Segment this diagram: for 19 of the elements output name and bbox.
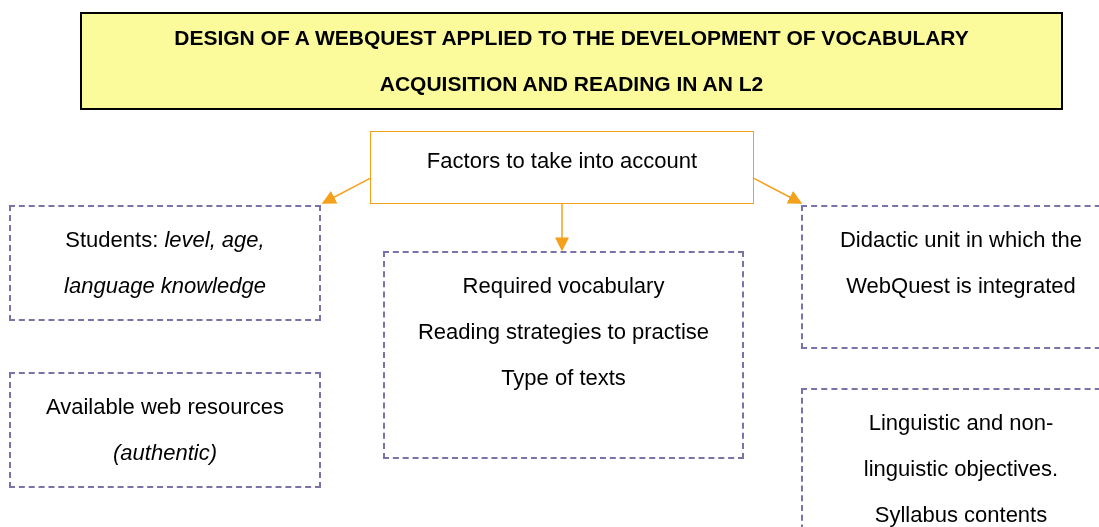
box-text: Reading strategies to practise [417,318,710,346]
topic-box [383,251,744,459]
box-text: Didactic unit in which the WebQuest is integrated [838,226,1084,300]
topic-box [9,372,321,488]
box-text: Students: level, age, language knowledge [63,226,267,300]
box-text: Linguistic and non-linguistic objectives. [862,409,1060,483]
arrow [321,177,371,204]
factor-box [370,131,754,204]
box-text: Type of texts [501,364,626,392]
topic-box [9,205,321,321]
box-text: Available web resources (authentic) [44,393,286,467]
topic-box [801,205,1099,349]
arrow [555,203,569,252]
topic-box [801,388,1099,527]
box-text: Factors to take into account [426,147,698,175]
title: DESIGN OF A WEBQUEST APPLIED TO THE DEVELOPMENT OF VOCABULARY ACQUISITION AND READING IN AN L2 [173,25,970,97]
box-text: Required vocabulary [462,272,665,300]
box-text: Syllabus contents [873,501,1049,527]
arrow [753,177,803,204]
